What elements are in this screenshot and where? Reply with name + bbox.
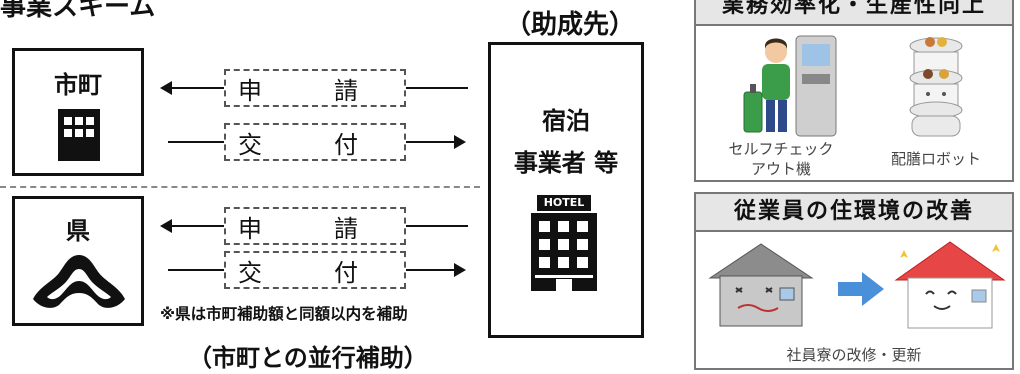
city-grant-arrow [406,141,456,143]
city-apply-arrowhead [160,81,172,95]
pref-grant-arrow [406,269,456,271]
parallel-subsidy-label: （市町との並行補助） [188,344,428,372]
pref-grant-arrowhead [454,263,466,277]
recipient-label: （助成先） [505,10,636,40]
dormitory-renovation-caption: 社員寮の改修・更新 [786,346,922,364]
prefecture-emblem-icon [33,255,125,308]
pref-apply-arrow [168,225,224,227]
city-grant-line-left [168,141,224,143]
pref-apply-arrowhead [160,219,172,233]
prefecture-label: 県 [66,217,90,245]
hotel-sign: HOTEL [537,195,591,211]
pref-grant-box [224,251,406,289]
recipient-box: 宿泊 事業者 等 HOTEL [488,42,644,338]
pref-grant-label: 交 付 [238,259,358,287]
pref-apply-box [224,207,406,245]
improvement-arrow-icon [838,272,884,306]
new-dormitory-illustration [894,241,1006,329]
housing-panel: 従業員の住環境の改善 社員寮の改修・更新 [694,192,1014,370]
serving-robot-illustration [909,37,963,137]
efficiency-panel: 業務効率化・生産性向上 セルフチェック アウト機 配膳ロボット [694,0,1014,182]
city-grant-box [224,123,406,161]
city-apply-line-right [406,87,468,89]
pref-grant-line-left [168,269,224,271]
pref-apply-line-right [406,225,468,227]
city-building-icon [58,109,100,161]
self-checkout-caption-line1: セルフチェック [728,140,834,158]
self-checkout-caption-line2: アウト機 [750,160,811,178]
recipient-line1: 宿泊 [542,107,590,135]
city-grant-label: 交 付 [238,131,358,159]
hotel-building-icon: HOTEL [531,195,597,291]
city-apply-arrow [168,87,224,89]
recipient-line2: 事業者 等 [513,149,619,177]
self-checkout-kiosk-illustration [743,35,837,137]
pref-apply-label: 申 請 [238,215,358,243]
serving-robot-caption: 配膳ロボット [890,150,981,168]
city-box: 市町 [12,48,144,176]
efficiency-title: 業務効率化・生産性向上 [696,0,1012,26]
scheme-title: 事業スキーム [0,0,156,22]
city-grant-arrowhead [454,135,466,149]
city-apply-label: 申 請 [238,77,358,105]
housing-title: 従業員の住環境の改善 [696,194,1012,232]
old-dormitory-illustration [708,243,814,327]
city-apply-box [224,69,406,107]
prefecture-box: 県 [12,196,144,326]
prefecture-note: ※県は市町補助額と同額以内を補助 [160,305,408,323]
city-label: 市町 [54,71,102,99]
divider-line [0,186,480,188]
